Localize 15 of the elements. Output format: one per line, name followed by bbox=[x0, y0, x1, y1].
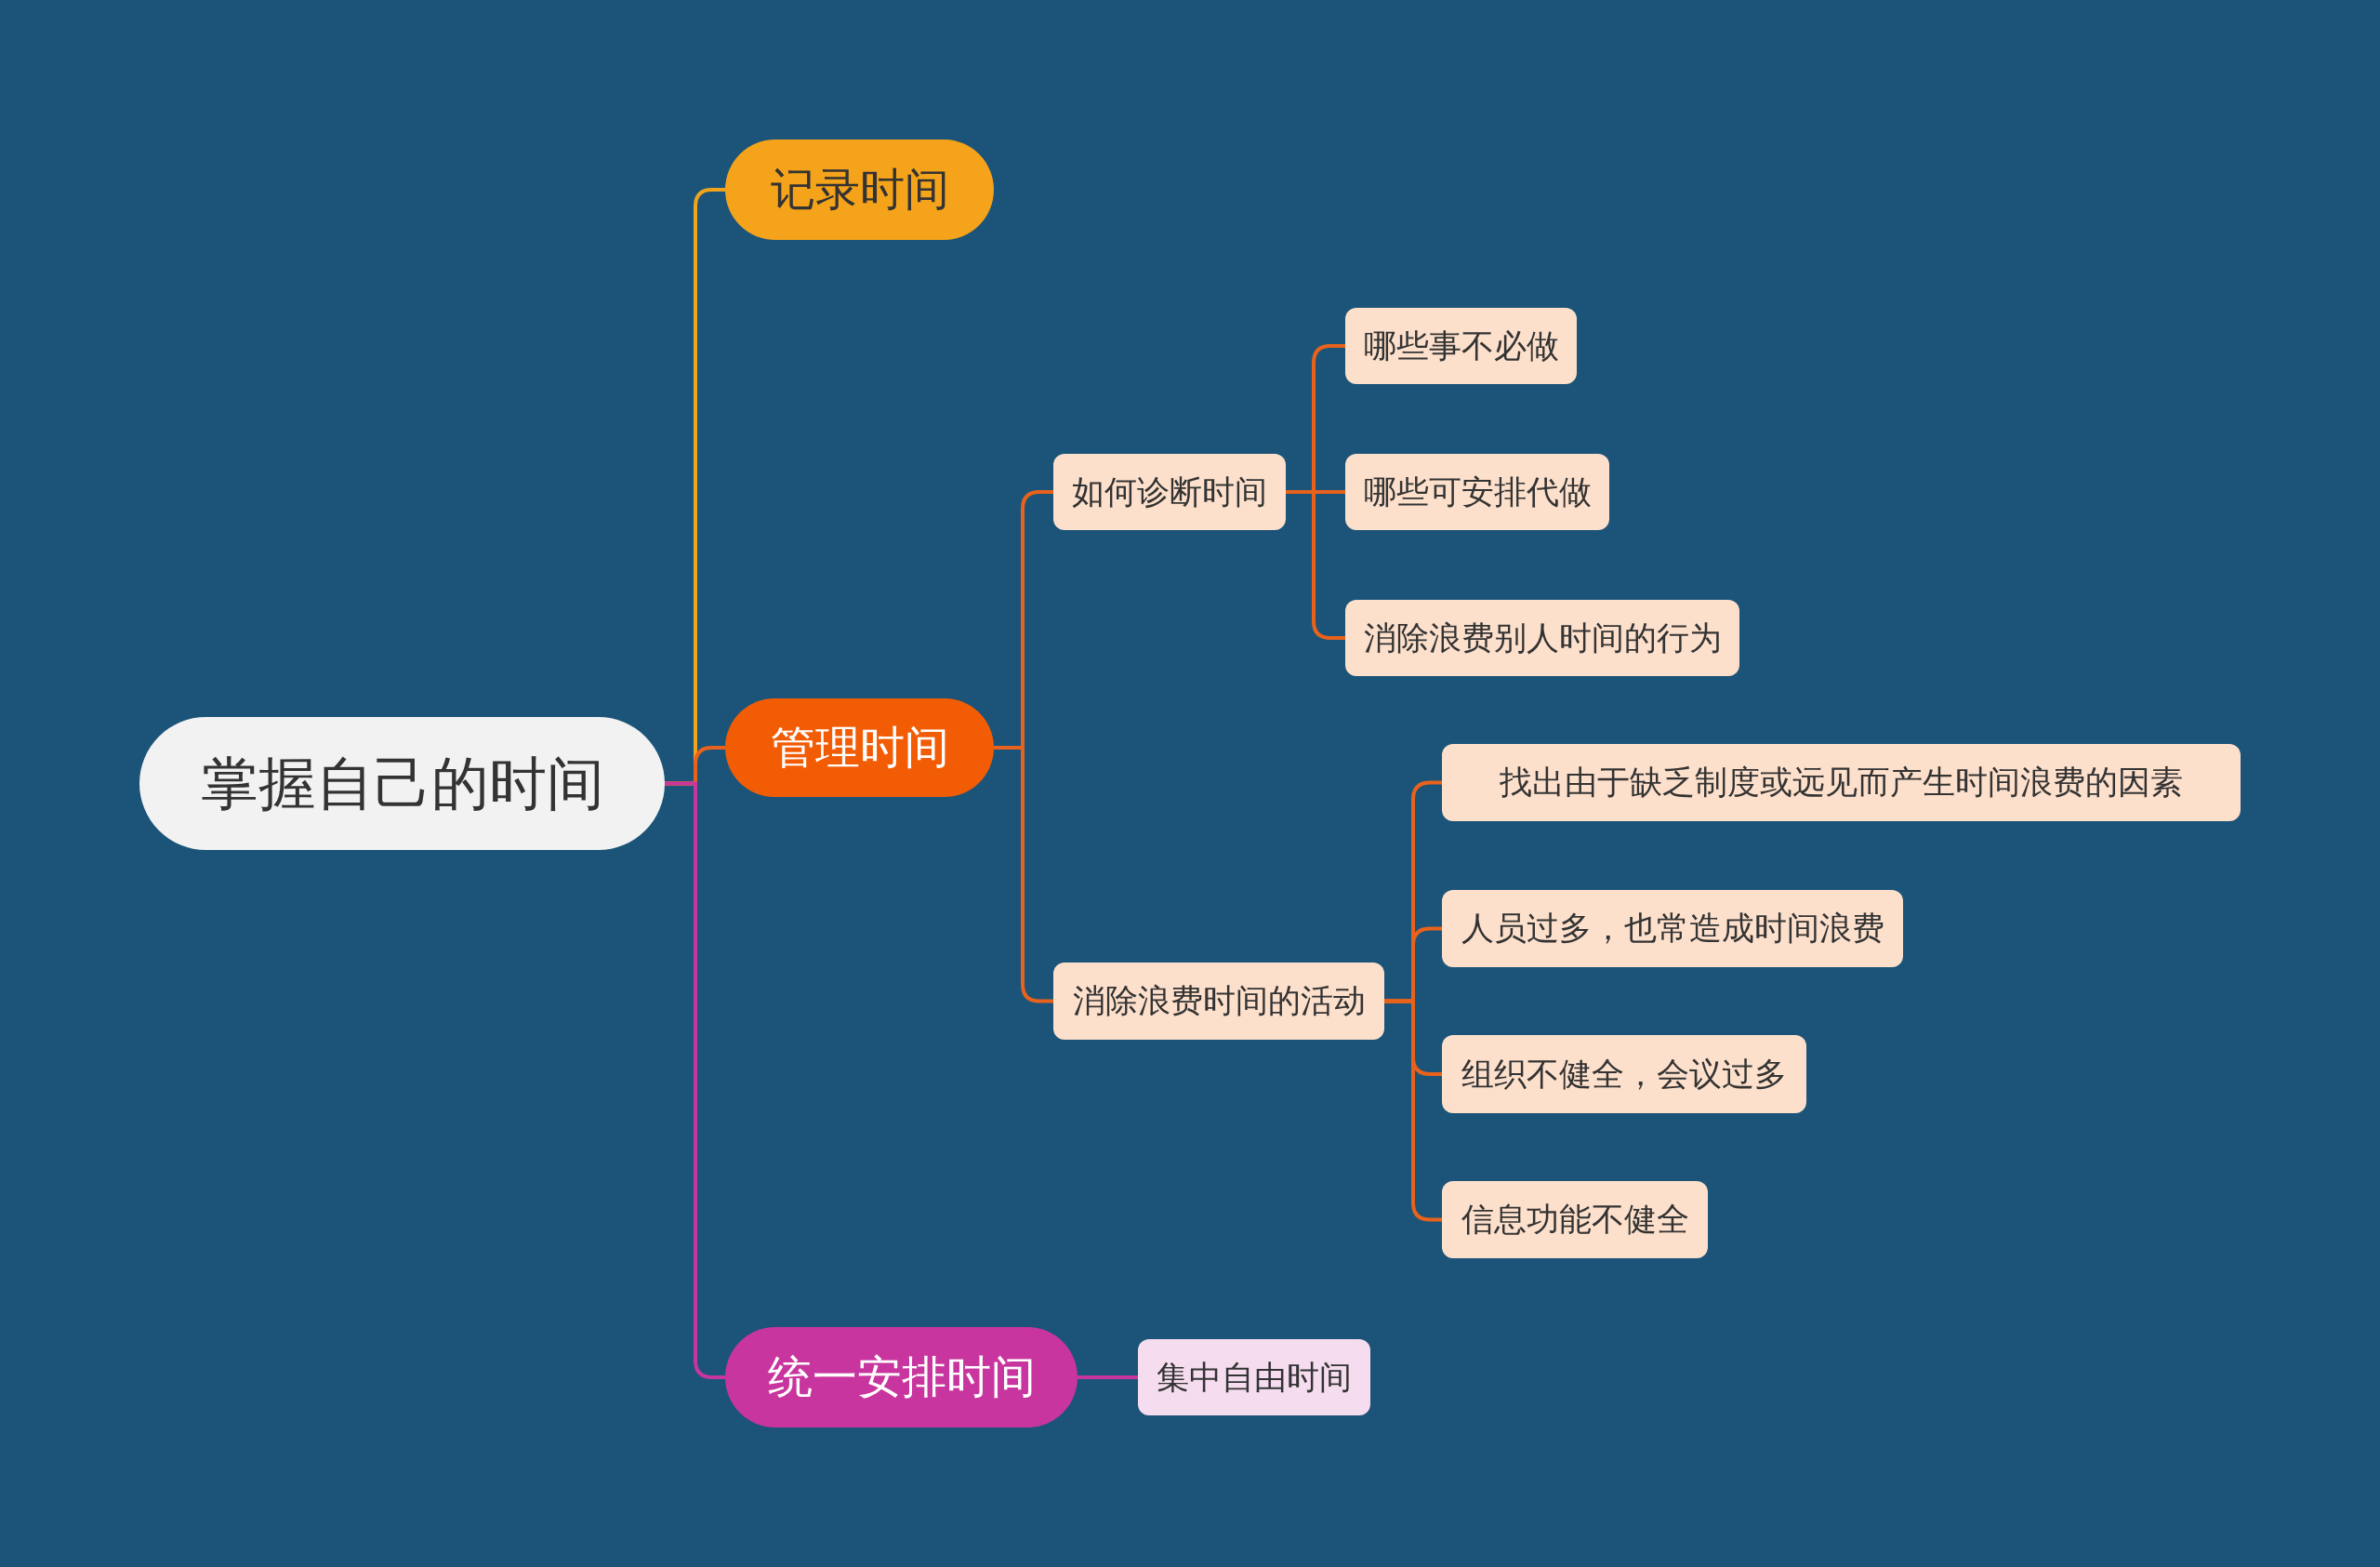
connector-line bbox=[1078, 1375, 1138, 1379]
central-topic: 掌握自己的时间 bbox=[139, 717, 665, 850]
subtopic-box: 找出由于缺乏制度或远见而产生时间浪费的因素 bbox=[1442, 744, 2241, 821]
main-topic: 统一安排时间 bbox=[725, 1327, 1078, 1428]
subtopic-box: 消除浪费别人时间的行为 bbox=[1345, 600, 1739, 676]
subtopic-box: 组织不健全，会议过多 bbox=[1442, 1035, 1806, 1113]
subtopic-box: 哪些事不必做 bbox=[1345, 308, 1577, 384]
subtopic-box: 集中自由时间 bbox=[1138, 1339, 1370, 1415]
subtopic-box: 如何诊断时间 bbox=[1053, 454, 1286, 530]
main-topic: 管理时间 bbox=[725, 698, 994, 797]
subtopic-box: 人员过多，也常造成时间浪费 bbox=[1442, 890, 1903, 967]
subtopic-box: 哪些可安排代做 bbox=[1345, 454, 1609, 530]
main-topic: 记录时间 bbox=[725, 139, 994, 240]
subtopic-box: 消除浪费时间的活动 bbox=[1053, 963, 1384, 1040]
subtopic-box: 信息功能不健全 bbox=[1442, 1181, 1708, 1258]
